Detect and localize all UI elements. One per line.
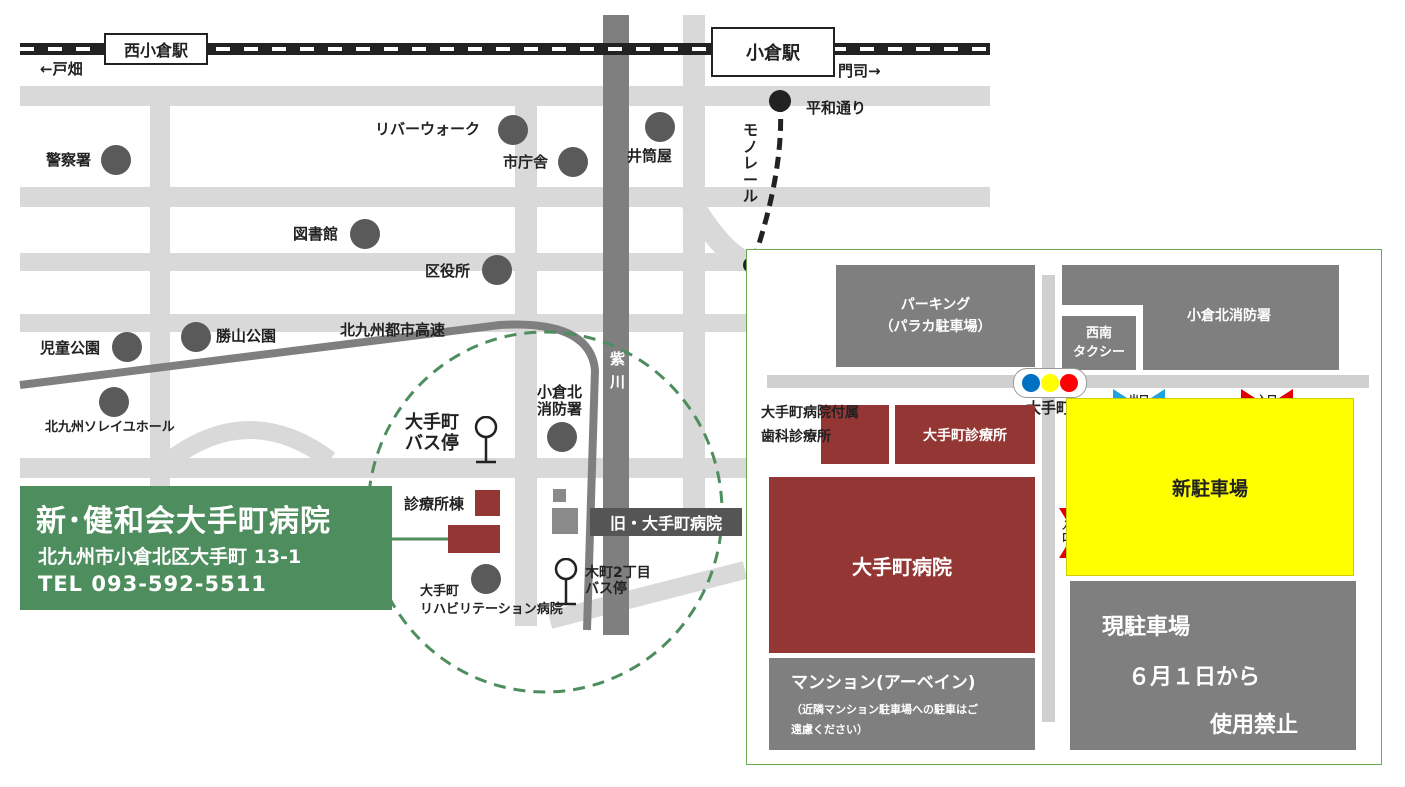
fire-station-label: 小倉北 消防署	[537, 383, 583, 419]
fire-station-dot-icon	[547, 422, 577, 452]
riverwalk-dot-icon	[498, 115, 528, 145]
monorail-station-name: 平和通り	[806, 99, 867, 117]
rehab-dot-icon	[471, 564, 501, 594]
library-dot-icon	[350, 219, 380, 249]
hospital-address: 北九州市小倉北区大手町 13-1	[38, 546, 302, 568]
katsuyama-park-dot-icon	[181, 322, 211, 352]
intersection-label: 大手町	[1026, 399, 1072, 417]
inset-fire-station-label: 小倉北消防署	[1187, 308, 1271, 324]
otemachi-bus-stop-label: 大手町 バス停	[405, 412, 459, 454]
hospital-tel: TEL 093-592-5511	[38, 572, 267, 596]
monorail-label: モノレール	[743, 121, 759, 205]
city-hall-label: 市庁舎	[503, 153, 549, 171]
police-dot-icon	[101, 145, 131, 175]
rehab-label: 大手町 リハビリテーション病院	[420, 584, 563, 617]
inset-taxi: 西南 タクシー	[1062, 316, 1136, 370]
izutsuya-dot-icon	[645, 112, 675, 142]
current-parking-label: 現駐車場	[1102, 615, 1191, 640]
inset-parking-paraca: パーキング （パラカ駐車場）	[836, 265, 1035, 367]
clinic-building-block	[475, 490, 500, 516]
current-parking-lot: 現駐車場 ６月１日から 使用禁止	[1070, 581, 1356, 750]
children-park-label: 児童公園	[40, 339, 101, 357]
new-parking-lot: 新駐車場	[1066, 398, 1354, 576]
children-park-dot-icon	[112, 332, 142, 362]
kokura-station-label: 小倉駅	[711, 27, 835, 77]
hospital-name: 新･健和会大手町病院	[36, 504, 331, 539]
ward-office-dot-icon	[482, 255, 512, 285]
old-hospital-block	[552, 508, 578, 534]
mansion-label: マンション(アーベイン)	[791, 673, 976, 693]
otemachi-hospital: 大手町病院	[769, 477, 1035, 653]
bus-stop-icon	[554, 558, 578, 606]
old-hospital-small-block	[553, 489, 566, 502]
soleil-hall-label: 北九州ソレイユホール	[45, 420, 175, 435]
expressway-label: 北九州都市高速	[340, 321, 446, 339]
traffic-signal-icon	[1013, 368, 1087, 398]
inset-fire-station	[1143, 305, 1339, 370]
mansion-block: マンション(アーベイン) （近隣マンション駐車場への駐車はご 遠慮ください）	[769, 658, 1035, 750]
direction-tobata: ←戸畑	[40, 60, 83, 78]
katsuyama-park-label: 勝山公園	[216, 327, 277, 345]
ward-office-label: 区役所	[425, 262, 471, 280]
hospital-building-block	[448, 525, 500, 553]
river-label: 紫 川	[610, 350, 626, 391]
inset-fire-station-block	[1062, 265, 1339, 305]
izutsuya-label: 井筒屋	[627, 147, 673, 165]
soleil-hall-dot-icon	[99, 387, 129, 417]
bus-stop-icon	[474, 416, 498, 464]
hospital-info-box: 新･健和会大手町病院 北九州市小倉北区大手町 13-1 TEL 093-592-…	[20, 486, 392, 610]
direction-moji: 門司→	[838, 62, 881, 80]
inset-detail-map: パーキング （パラカ駐車場） 小倉北消防署 西南 タクシー 大手町 出口 入口 …	[746, 249, 1382, 765]
mansion-note: （近隣マンション駐車場への駐車はご 遠慮ください）	[791, 703, 978, 736]
riverwalk-label: リバーウォーク	[375, 120, 481, 138]
nishikokura-station-label: 西小倉駅	[104, 33, 208, 65]
current-parking-notice: 使用禁止	[1210, 713, 1299, 738]
dental-clinic-block	[821, 405, 889, 464]
clinic-building-label: 診療所棟	[404, 495, 465, 513]
dental-clinic-label: 大手町病院付属 歯科診療所	[761, 405, 859, 445]
inset-vertical-road	[1042, 275, 1055, 722]
signal-blue	[1022, 374, 1040, 392]
city-hall-dot-icon	[558, 147, 588, 177]
monorail-station-icon	[769, 90, 791, 112]
current-parking-date: ６月１日から	[1128, 665, 1261, 690]
signal-yellow	[1041, 374, 1059, 392]
signal-red	[1060, 374, 1078, 392]
otemachi-clinic: 大手町診療所	[895, 405, 1035, 464]
library-label: 図書館	[293, 225, 339, 243]
old-hospital-label: 旧・大手町病院	[590, 508, 742, 536]
kimachi-bus-stop-label: 木町2丁目 バス停	[585, 565, 651, 598]
police-label: 警察署	[46, 151, 92, 169]
